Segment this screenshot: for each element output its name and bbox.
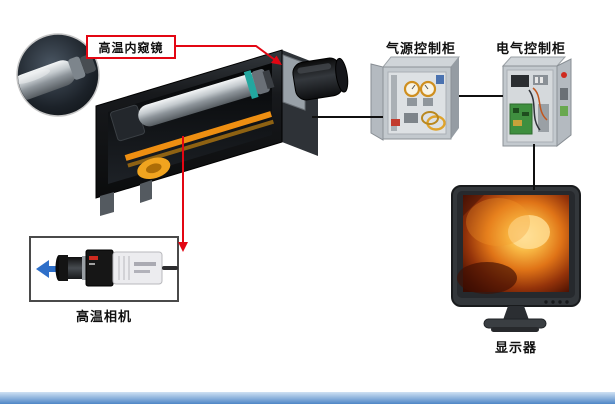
direction-arrow-icon [36, 260, 60, 278]
air-cabinet-label: 气源控制柜 [385, 41, 456, 56]
monitor-base [483, 318, 547, 329]
housing-foot [140, 180, 152, 203]
endoscope-probe [18, 54, 96, 100]
guide-rail [124, 111, 274, 180]
cabinet-door [370, 63, 384, 141]
housing-foot [100, 192, 114, 216]
camera-cable [162, 266, 178, 270]
monitor-label: 显示器 [494, 340, 537, 355]
endoscope-callout-line [173, 45, 276, 61]
camera-label: 高温相机 [75, 309, 132, 324]
red-arrowhead [271, 55, 282, 65]
internal-camera-tube [110, 69, 275, 142]
red-valve [391, 119, 400, 126]
cabinet-side [451, 57, 459, 139]
endoscope-housing [95, 49, 349, 216]
bottom-bar [0, 392, 615, 404]
tube-teal-ring [243, 70, 259, 99]
red-arrowhead [178, 242, 188, 252]
monitor-buttons [544, 300, 569, 304]
camera-body [85, 249, 114, 287]
monitor-stand-neck [503, 306, 529, 320]
endoscope-photo [16, 33, 100, 117]
endoscope-label-box: 高温内窥镜 [86, 35, 176, 59]
camera-photo-inset [29, 236, 179, 302]
cabinet-top [501, 56, 567, 67]
emergency-button [561, 72, 567, 78]
connectors [173, 45, 535, 252]
electric-cabinet-label: 电气控制柜 [495, 41, 566, 56]
scope-head [292, 57, 349, 101]
electric-control-cabinet [501, 56, 572, 148]
wire [532, 87, 548, 121]
wire [528, 89, 541, 131]
camera-rear-housing [112, 251, 163, 285]
terminal-strip [538, 104, 549, 132]
camera-brand-mark [89, 256, 98, 260]
air-control-cabinet [370, 56, 461, 141]
monitor [451, 185, 581, 332]
cabinet-top [381, 56, 461, 68]
endoscope-label: 高温内窥镜 [98, 40, 164, 55]
